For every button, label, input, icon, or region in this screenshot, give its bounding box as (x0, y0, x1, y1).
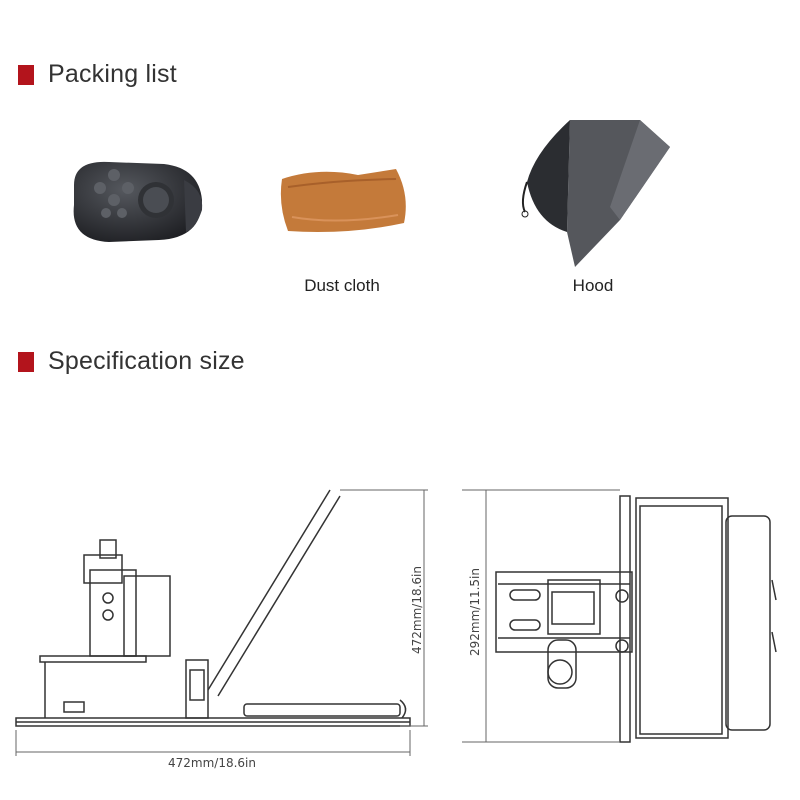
dust-cloth-icon (280, 169, 406, 232)
packing-list-heading: Packing list (18, 60, 177, 89)
front-height-label: 292mm/11.5in (468, 568, 482, 656)
packing-list-title: Packing list (48, 60, 177, 88)
side-width-label: 472mm/18.6in (168, 756, 256, 770)
front-height-dimension (462, 489, 620, 743)
side-height-dimension (340, 489, 428, 727)
section-marker (18, 351, 34, 372)
dust-cloth-label: Dust cloth (304, 276, 380, 295)
front-view-drawing (495, 495, 777, 743)
side-view-drawing (15, 489, 411, 727)
specification-title: Specification size (48, 347, 245, 375)
side-width-dimension (15, 730, 411, 756)
remote-controller-icon (73, 161, 203, 242)
specification-heading: Specification size (18, 347, 245, 376)
hood-label: Hood (572, 276, 614, 295)
section-marker (18, 64, 34, 85)
side-height-label: 472mm/18.6in (410, 566, 424, 654)
hood-icon (521, 120, 670, 267)
